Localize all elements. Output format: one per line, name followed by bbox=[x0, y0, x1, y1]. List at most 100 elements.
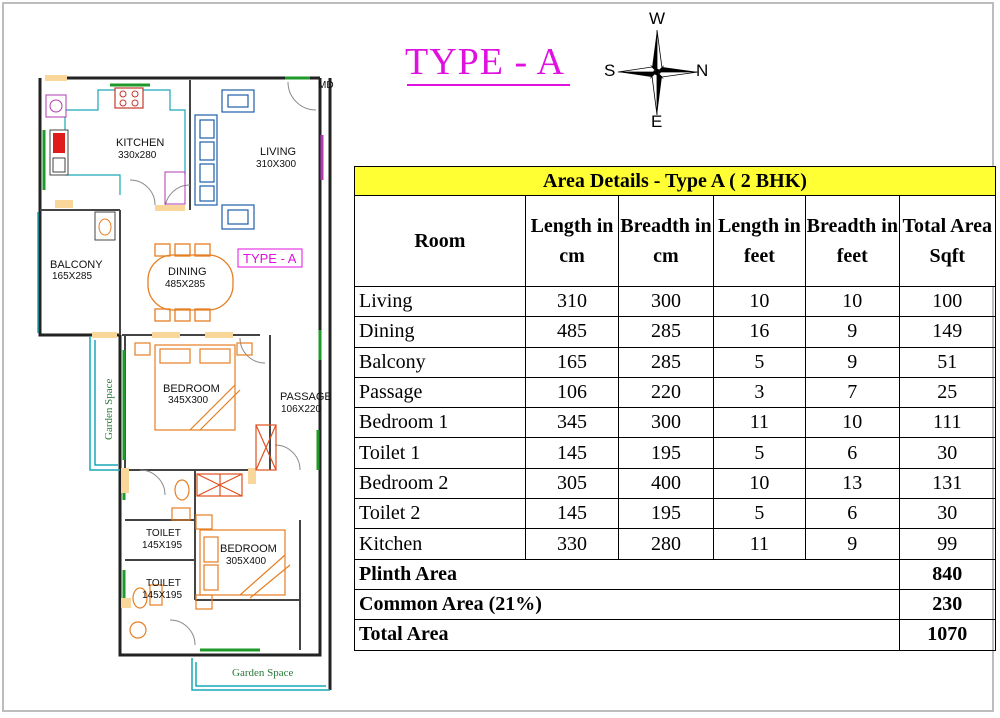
table-header-row: Room Length in cm Breadth in cm Length i… bbox=[354, 195, 996, 287]
toilet1-label: TOILET bbox=[146, 528, 181, 539]
value-cell: 5 bbox=[712, 498, 807, 530]
summary-value: 230 bbox=[898, 588, 996, 621]
value-cell: 10 bbox=[712, 467, 807, 500]
balcony-label: BALCONY bbox=[50, 259, 103, 271]
header-total-area: Total Area Sqft bbox=[898, 195, 996, 287]
value-cell: 106 bbox=[524, 376, 620, 409]
value-cell: 100 bbox=[898, 285, 996, 318]
value-cell: 9 bbox=[805, 528, 900, 560]
value-cell: 145 bbox=[524, 437, 620, 469]
room-name-cell: Kitchen bbox=[354, 528, 526, 560]
value-cell: 400 bbox=[618, 467, 714, 500]
balcony-basin-icon bbox=[94, 211, 116, 241]
value-cell: 13 bbox=[805, 467, 900, 500]
bed-1-icon bbox=[134, 342, 253, 431]
bedroom1-label: BEDROOM bbox=[163, 383, 220, 395]
value-cell: 485 bbox=[524, 316, 620, 348]
garden-left-label: Garden Space bbox=[103, 378, 115, 440]
value-cell: 131 bbox=[898, 467, 996, 500]
fridge-icon bbox=[164, 171, 186, 205]
value-cell: 285 bbox=[618, 316, 714, 348]
sink-icon bbox=[49, 129, 69, 176]
value-cell: 30 bbox=[898, 498, 996, 530]
passage-label: PASSAGE bbox=[280, 391, 332, 403]
compass-west-label: W bbox=[649, 9, 666, 28]
value-cell: 7 bbox=[805, 376, 900, 409]
table-caption: Area Details - Type A ( 2 BHK) bbox=[354, 166, 996, 196]
summary-value: 1070 bbox=[898, 619, 996, 651]
header-length-feet: Length in feet bbox=[712, 195, 807, 287]
kitchen-size-label: 330x280 bbox=[118, 150, 157, 161]
room-name-cell: Passage bbox=[354, 376, 526, 409]
value-cell: 220 bbox=[618, 376, 714, 409]
header-length-cm: Length in cm bbox=[524, 195, 620, 287]
value-cell: 195 bbox=[618, 498, 714, 530]
type-tag-label: TYPE - A bbox=[243, 251, 297, 266]
summary-row: Common Area (21%)230 bbox=[354, 588, 996, 621]
value-cell: 111 bbox=[898, 407, 996, 439]
summary-label: Total Area bbox=[354, 619, 900, 651]
value-cell: 10 bbox=[805, 407, 900, 439]
value-cell: 149 bbox=[898, 316, 996, 348]
garden-bottom-label: Garden Space bbox=[232, 667, 294, 679]
balcony-rail bbox=[37, 212, 330, 691]
page-title: TYPE - A bbox=[405, 41, 565, 83]
value-cell: 16 bbox=[712, 316, 807, 348]
floor-plan: MD KITCHEN 330x280 LIVING 310X300 BALCON… bbox=[37, 75, 334, 691]
value-cell: 51 bbox=[898, 346, 996, 378]
bed-2-icon bbox=[195, 514, 291, 610]
md-label: MD bbox=[318, 80, 334, 91]
value-cell: 195 bbox=[618, 437, 714, 469]
compass-south-label: S bbox=[604, 61, 616, 80]
dining-label: DINING bbox=[168, 266, 207, 278]
value-cell: 6 bbox=[805, 498, 900, 530]
dining-table-icon bbox=[147, 243, 234, 322]
value-cell: 345 bbox=[524, 407, 620, 439]
value-cell: 10 bbox=[712, 285, 807, 318]
stove-icon bbox=[114, 87, 144, 109]
value-cell: 145 bbox=[524, 498, 620, 530]
compass-rose-icon bbox=[617, 30, 699, 115]
room-name-cell: Toilet 2 bbox=[354, 498, 526, 530]
compass-east-label: E bbox=[651, 112, 663, 131]
value-cell: 25 bbox=[898, 376, 996, 409]
compass-north-label: N bbox=[696, 61, 709, 80]
value-cell: 310 bbox=[524, 285, 620, 318]
room-name-cell: Balcony bbox=[354, 346, 526, 378]
room-name-cell: Bedroom 1 bbox=[354, 407, 526, 439]
passage-size-label: 106X220 bbox=[281, 404, 321, 415]
value-cell: 30 bbox=[898, 437, 996, 469]
header-breadth-cm: Breadth in cm bbox=[618, 195, 714, 287]
toilet-fixtures bbox=[129, 479, 191, 639]
room-name-cell: Bedroom 2 bbox=[354, 467, 526, 500]
value-cell: 3 bbox=[712, 376, 807, 409]
washbasin-icon bbox=[45, 94, 67, 118]
value-cell: 300 bbox=[618, 407, 714, 439]
value-cell: 330 bbox=[524, 528, 620, 560]
summary-label: Plinth Area bbox=[354, 558, 900, 590]
value-cell: 11 bbox=[712, 407, 807, 439]
value-cell: 285 bbox=[618, 346, 714, 378]
header-breadth-feet: Breadth in feet bbox=[805, 195, 900, 287]
wardrobe-icon bbox=[196, 424, 277, 497]
summary-label: Common Area (21%) bbox=[354, 588, 900, 621]
bedroom1-size-label: 345X300 bbox=[168, 395, 208, 406]
value-cell: 165 bbox=[524, 346, 620, 378]
value-cell: 280 bbox=[618, 528, 714, 560]
value-cell: 5 bbox=[712, 437, 807, 469]
header-room: Room bbox=[354, 195, 526, 287]
sofa-icon bbox=[194, 89, 255, 230]
value-cell: 300 bbox=[618, 285, 714, 318]
toilet2-size-label: 145X195 bbox=[142, 590, 182, 601]
value-cell: 11 bbox=[712, 528, 807, 560]
title-underline bbox=[407, 84, 570, 86]
